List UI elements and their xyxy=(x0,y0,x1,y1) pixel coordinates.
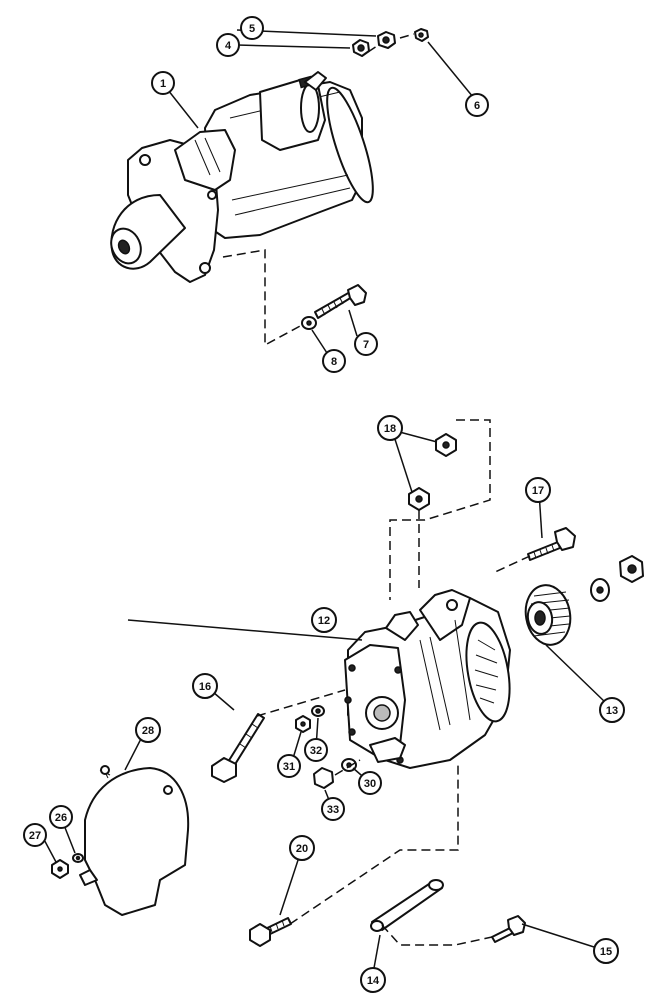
callout-label: 33 xyxy=(327,804,339,816)
bolt-15 xyxy=(491,915,526,943)
callout-label: 30 xyxy=(364,778,376,790)
bolt-16 xyxy=(211,713,265,783)
pulley-nut-washer xyxy=(590,555,644,602)
callout-7: 7 xyxy=(354,332,378,356)
starter-terminal-hardware xyxy=(352,28,429,57)
callout-label: 20 xyxy=(296,843,308,855)
callout-label: 5 xyxy=(249,23,255,35)
callout-4: 4 xyxy=(216,33,240,57)
callout-6: 6 xyxy=(465,93,489,117)
callout-31: 31 xyxy=(277,754,301,778)
callout-20: 20 xyxy=(289,835,315,861)
callout-label: 32 xyxy=(310,745,322,757)
callout-12: 12 xyxy=(311,607,337,633)
callout-27: 27 xyxy=(23,823,47,847)
callout-32: 32 xyxy=(304,738,328,762)
small-hardware xyxy=(295,705,357,789)
callout-label: 14 xyxy=(367,975,380,987)
callout-33: 33 xyxy=(321,797,345,821)
callout-label: 4 xyxy=(225,40,232,52)
starter-mount-bolt xyxy=(301,284,367,330)
callout-label: 8 xyxy=(331,356,337,368)
callout-5: 5 xyxy=(240,16,264,40)
callout-label: 16 xyxy=(199,681,211,693)
pulley xyxy=(524,584,572,646)
callout-15: 15 xyxy=(593,938,619,964)
callout-label: 15 xyxy=(600,946,612,958)
callout-label: 26 xyxy=(55,812,67,824)
callout-13: 13 xyxy=(599,697,625,723)
callout-30: 30 xyxy=(358,771,382,795)
callout-18: 18 xyxy=(377,415,403,441)
callout-1: 1 xyxy=(151,71,175,95)
callout-26: 26 xyxy=(49,805,73,829)
callout-label: 31 xyxy=(283,761,295,773)
callout-8: 8 xyxy=(322,349,346,373)
callout-label: 27 xyxy=(29,830,41,842)
callout-label: 6 xyxy=(474,100,480,112)
callout-label: 17 xyxy=(532,485,544,497)
bolt-17 xyxy=(527,527,576,561)
callout-label: 18 xyxy=(384,423,396,435)
callout-label: 7 xyxy=(363,339,369,351)
callout-16: 16 xyxy=(192,673,218,699)
bolt-20 xyxy=(249,917,292,947)
callout-label: 28 xyxy=(142,725,154,737)
alternator xyxy=(344,589,511,769)
callout-label: 13 xyxy=(606,705,618,717)
callout-label: 12 xyxy=(318,615,330,627)
callout-17: 17 xyxy=(525,477,551,503)
leader-lines xyxy=(39,29,607,969)
nuts-18 xyxy=(408,433,457,511)
callout-label: 1 xyxy=(160,78,166,90)
callout-14: 14 xyxy=(360,967,386,993)
callout-28: 28 xyxy=(135,717,161,743)
adjusting-bracket xyxy=(370,879,444,932)
starter-motor xyxy=(110,71,374,283)
cover-hardware xyxy=(51,853,84,879)
alternator-cover xyxy=(79,765,190,916)
